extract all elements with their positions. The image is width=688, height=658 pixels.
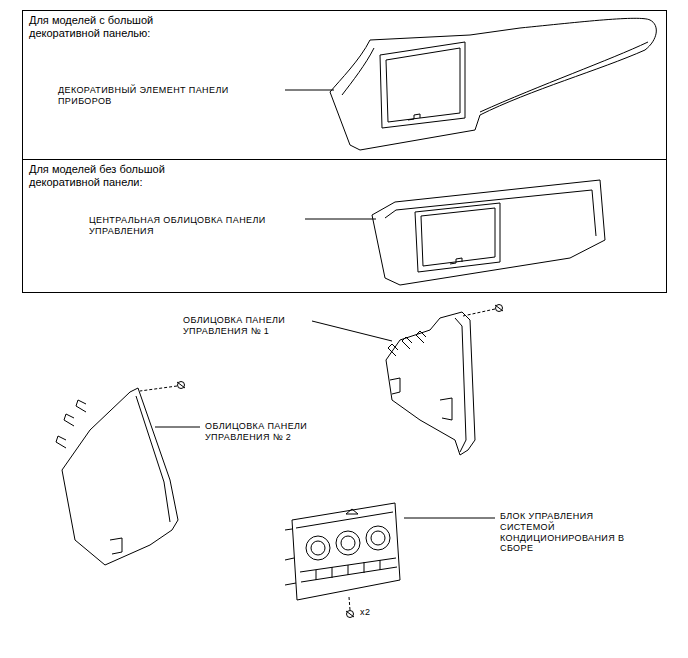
part-name: ОБЛИЦОВКА ПАНЕЛИ УПРАВЛЕНИЯ № 2 <box>205 421 330 443</box>
condition-box: Для моделей с большой декоративной панел… <box>22 10 667 160</box>
condition-box: Для моделей без большой декоративной пан… <box>22 159 667 293</box>
condition-heading: Для моделей с большой декоративной панел… <box>29 14 199 40</box>
trim-panel-2 <box>56 382 185 566</box>
quantity-note: x2 <box>360 607 390 618</box>
part-name: ОБЛИЦОВКА ПАНЕЛИ УПРАВЛЕНИЯ № 1 <box>183 315 308 337</box>
leader-line <box>404 518 495 519</box>
leader-line <box>285 90 334 91</box>
center-trim <box>372 180 605 285</box>
leader-line <box>305 219 376 220</box>
decorative-panel <box>330 18 656 150</box>
part-name: БЛОК УПРАВЛЕНИЯ СИСТЕМОЙ КОНДИЦИОНИРОВАН… <box>500 511 625 554</box>
ac-control-unit <box>285 503 400 618</box>
part-name: ДЕКОРАТИВНЫЙ ЭЛЕМЕНТ ПАНЕЛИ ПРИБОРОВ <box>58 85 273 107</box>
trim-panel-1 <box>386 305 503 456</box>
leader-line <box>155 427 200 428</box>
part-name: ЦЕНТРАЛЬНАЯ ОБЛИЦОВКА ПАНЕЛИ УПРАВЛЕНИЯ <box>89 215 304 237</box>
leader-line <box>312 321 392 341</box>
condition-heading: Для моделей без большой декоративной пан… <box>29 163 199 189</box>
